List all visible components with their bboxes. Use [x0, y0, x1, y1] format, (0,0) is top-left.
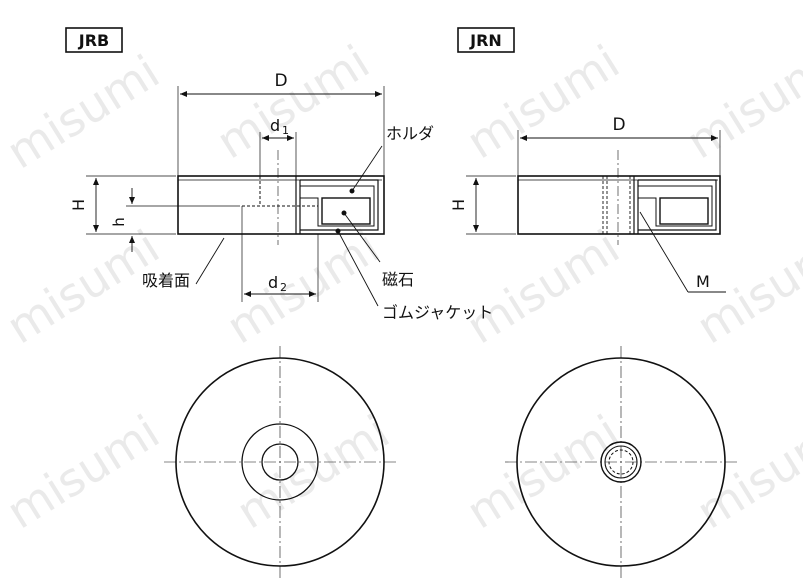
jrb-face-label: 吸着面 [142, 271, 190, 290]
svg-text:misumi: misumi [227, 404, 398, 539]
svg-text:JRB: JRB [78, 31, 109, 50]
jrb-d1-label: d [270, 116, 280, 135]
svg-text:misumi: misumi [457, 219, 628, 354]
jrb-dim-H [86, 175, 176, 235]
jrb-dim-h [126, 188, 240, 252]
jrb-holder-label: ホルダ [386, 124, 434, 143]
jrn-top-view [505, 346, 737, 578]
svg-text:misumi: misumi [217, 219, 388, 354]
jrn-tag: JRN [457, 27, 515, 53]
svg-text:misumi: misumi [457, 34, 628, 169]
jrb-top-view [164, 346, 396, 578]
jrb-dim-d2 [241, 206, 319, 302]
jrn-leader-M [639, 211, 726, 293]
jrn-D-label: D [612, 115, 625, 135]
jrb-leaders [195, 145, 383, 307]
svg-text:misumi: misumi [0, 44, 169, 179]
jrb-tag: JRB [65, 27, 123, 53]
svg-text:misumi: misumi [207, 34, 378, 169]
jrn-dim-H [466, 175, 516, 235]
jrn-M-label: M [696, 272, 710, 291]
jrb-d1-sub: 1 [282, 124, 289, 137]
svg-text:JRN: JRN [469, 31, 502, 50]
svg-text:misumi: misumi [677, 34, 803, 169]
jrb-D-label: D [274, 71, 287, 91]
svg-text:misumi: misumi [0, 404, 169, 539]
jrb-side-view [177, 150, 385, 245]
jrn-H-label: H [449, 199, 468, 211]
jrb-rubber-label: ゴムジャケット [382, 303, 493, 322]
jrb-dim-d1 [259, 132, 297, 176]
jrb-d2-sub: 2 [280, 281, 287, 294]
jrb-h-label: h [110, 217, 128, 227]
jrn-dim-D [517, 130, 721, 176]
jrb-d2-label: d [268, 273, 278, 292]
jrb-H-label: H [69, 199, 88, 211]
jrb-magnet-label: 磁石 [382, 270, 414, 289]
jrn-side-view [517, 150, 721, 245]
svg-text:misumi: misumi [687, 404, 803, 539]
jrb-dim-D [177, 86, 385, 176]
